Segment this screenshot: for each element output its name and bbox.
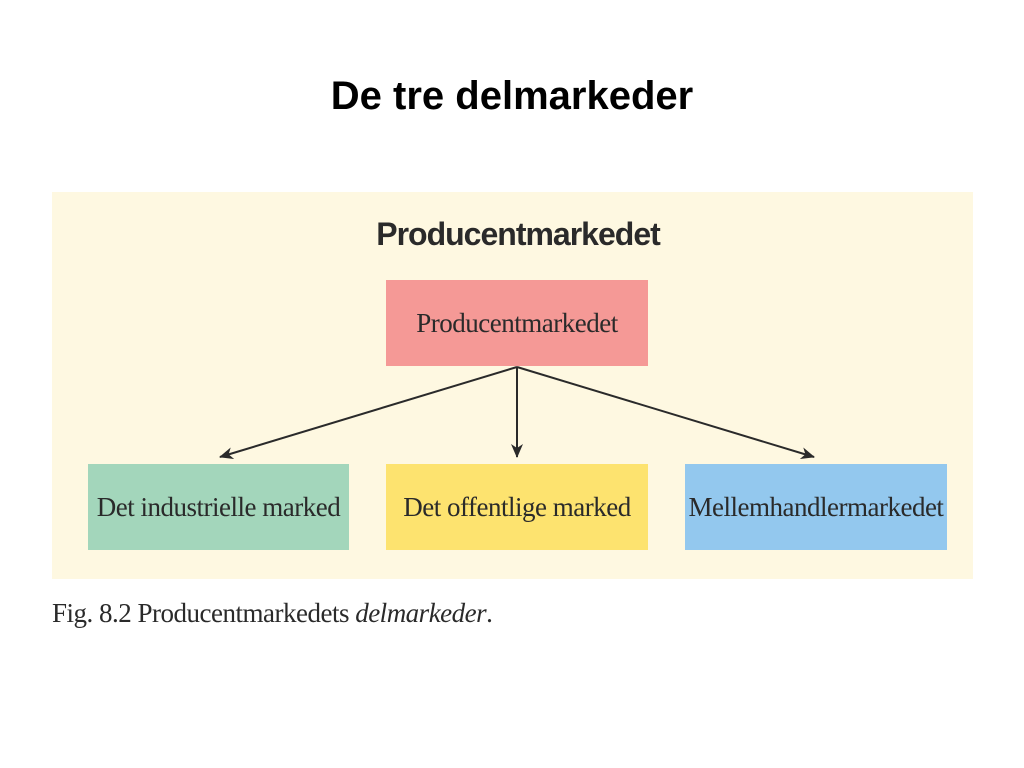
figure-panel: Producentmarkedet Producentmarkedet Det … (52, 192, 973, 579)
box-producer-market: Producentmarkedet (386, 280, 648, 366)
box-reseller-market: Mellemhandlermarkedet (685, 464, 947, 550)
figure-caption: Fig. 8.2 Producentmarkedets delmarkeder. (52, 596, 493, 630)
box-producer-market-label: Producentmarkedet (416, 307, 618, 338)
slide-title: De tre delmarkeder (330, 74, 694, 118)
caption-suffix: . (486, 598, 493, 628)
box-public-market: Det offentlige marked (386, 464, 648, 550)
figure-heading: Producentmarkedet (376, 216, 661, 252)
arrow-to-reseller (516, 366, 815, 459)
arrow-to-industrial (219, 366, 518, 459)
caption-emphasis: delmarkeder (355, 598, 487, 628)
caption-prefix: Fig. 8.2 Producentmarkedets (52, 598, 356, 628)
box-industrial-market: Det industrielle marked (88, 464, 349, 550)
box-public-market-label: Det offentlige marked (403, 491, 631, 522)
box-reseller-market-label: Mellemhandlermarkedet (688, 491, 944, 522)
box-industrial-market-label: Det industrielle marked (96, 491, 341, 522)
